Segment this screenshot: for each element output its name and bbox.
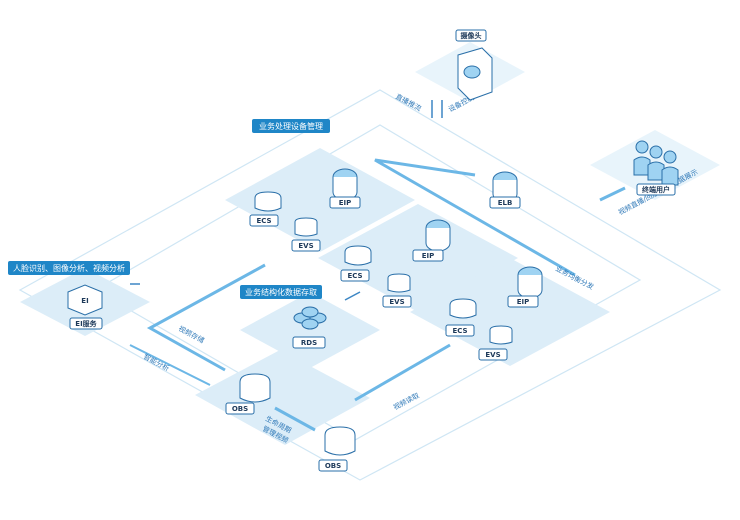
- ecs-icon: [344, 245, 372, 266]
- object-storage-icon: [239, 373, 271, 403]
- evs2-label: EVS: [389, 298, 404, 306]
- ecs3-label: ECS: [452, 327, 467, 335]
- camera-node: 摄像头: [455, 29, 493, 101]
- eip3-label: EIP: [517, 298, 530, 306]
- arrow-elb-to-cluster: [374, 158, 576, 277]
- arrow-obs-lifecycle: [274, 406, 316, 432]
- user-group-icon: [633, 140, 679, 186]
- obs2-node: OBS: [318, 426, 356, 472]
- end-user-label: 终端用户: [642, 185, 670, 194]
- tag-business-mgmt-text: 业务处理设备管理: [259, 121, 323, 131]
- rds-node: RDS: [292, 306, 327, 349]
- ecs2-label: ECS: [347, 272, 362, 280]
- cluster3-platform: [410, 258, 610, 366]
- tag-business-mgmt: 业务处理设备管理: [252, 119, 330, 133]
- obs1-node: OBS: [225, 373, 271, 415]
- cluster1: EIP ECS EVS: [249, 168, 361, 252]
- ei-label: EI服务: [75, 319, 97, 328]
- cluster2: EIP ECS EVS: [340, 219, 451, 308]
- obs-platform: [195, 350, 370, 445]
- edge-label-video-storage: 视频存储: [177, 324, 206, 345]
- ecs1-label: ECS: [256, 217, 271, 225]
- evs-icon: [489, 325, 513, 345]
- elb-label: ELB: [498, 199, 513, 207]
- ecs-icon: [254, 191, 282, 212]
- evs1-label: EVS: [298, 242, 313, 250]
- evs-icon: [387, 273, 411, 293]
- ecs-icon: [449, 298, 477, 319]
- obs2-label: OBS: [325, 462, 341, 470]
- ei-glyph: EI: [81, 297, 88, 305]
- arrow-to-end-user: [599, 186, 626, 202]
- evs3-label: EVS: [485, 351, 500, 359]
- edge-label-video-read: 视频读取: [392, 391, 421, 412]
- tag-structured-storage: 业务结构化数据存取: [240, 285, 322, 299]
- evs-icon: [294, 217, 318, 237]
- cluster3: EIP ECS EVS: [445, 266, 543, 361]
- camera-label: 摄像头: [461, 31, 482, 40]
- rds-platform: [240, 292, 380, 368]
- database-icon: [293, 306, 327, 330]
- eip-icon: [517, 275, 543, 299]
- ei-node: EI EI服务: [67, 284, 103, 330]
- tag-structured-storage-text: 业务结构化数据存取: [245, 287, 317, 297]
- arrow-obs-to-cluster3: [354, 343, 451, 402]
- eip-icon: [425, 228, 451, 252]
- tag-face-recognition: 人脸识别、图像分析、视频分析: [8, 261, 130, 275]
- end-user-node: 终端用户: [633, 140, 679, 196]
- tag-face-recognition-text: 人脸识别、图像分析、视频分析: [13, 263, 125, 273]
- eip1-label: EIP: [339, 199, 352, 207]
- ei-service-icon: [67, 284, 103, 316]
- edge-label-live-push: 直播推流: [394, 92, 423, 113]
- obs1-label: OBS: [232, 405, 248, 413]
- rds-label: RDS: [301, 339, 317, 347]
- eip2-label: EIP: [422, 252, 435, 260]
- arrow-smart-analysis: [129, 344, 211, 386]
- flow-arrows: [129, 100, 626, 432]
- elb-node: ELB: [489, 171, 521, 209]
- arrow-rds-link: [344, 291, 361, 301]
- object-storage-icon: [324, 426, 356, 456]
- arrow-cluster-to-obs: [146, 263, 266, 372]
